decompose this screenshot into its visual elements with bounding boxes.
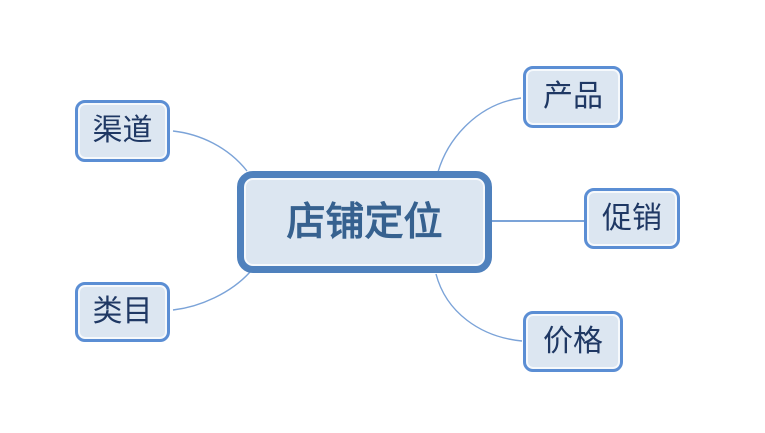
branch-node-label: 产品 — [543, 80, 603, 113]
branch-node-promotion[interactable]: 促销 — [584, 188, 680, 249]
branch-node-price[interactable]: 价格 — [523, 311, 623, 372]
branch-node-category[interactable]: 类目 — [75, 282, 170, 342]
branch-node-channel[interactable]: 渠道 — [75, 100, 170, 162]
connector-center-to-product — [437, 97, 522, 173]
branch-node-label: 促销 — [602, 201, 662, 235]
central-node-store-positioning[interactable]: 店铺定位 — [237, 171, 492, 273]
branch-node-label: 价格 — [543, 324, 603, 358]
branch-node-label: 类目 — [92, 295, 153, 328]
connector-center-to-category — [172, 271, 251, 311]
connector-center-to-channel — [172, 130, 248, 172]
central-node-label: 店铺定位 — [286, 200, 443, 244]
branch-node-label: 渠道 — [92, 114, 153, 147]
connector-center-to-price — [435, 273, 523, 342]
branch-node-product[interactable]: 产品 — [523, 66, 623, 128]
